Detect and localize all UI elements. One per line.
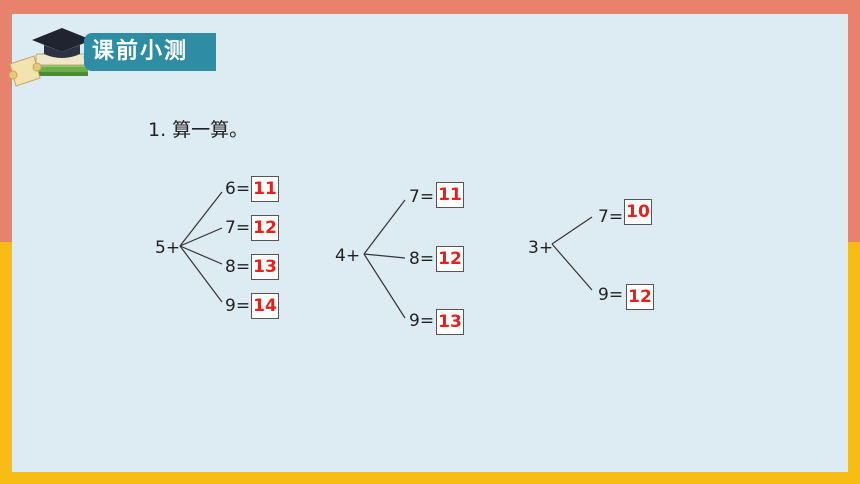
answer-box[interactable]: 14 <box>251 293 279 319</box>
answer-box[interactable]: 13 <box>436 309 464 335</box>
content-panel <box>12 14 848 472</box>
addend-expression: 9= <box>598 285 624 305</box>
scroll-icon <box>8 55 42 87</box>
answer-box[interactable]: 12 <box>626 284 654 310</box>
addend-expression: 9= <box>409 311 435 331</box>
addend-expression: 7= <box>598 207 624 227</box>
addend-expression: 8= <box>409 249 435 269</box>
answer-box[interactable]: 11 <box>436 182 464 208</box>
answer-box[interactable]: 10 <box>624 199 652 225</box>
addend-expression: 7= <box>409 187 435 207</box>
question-text: 1. 算一算。 <box>148 119 249 141</box>
base-expression-3: 3+ <box>528 238 554 258</box>
addend-expression: 8= <box>225 257 251 277</box>
answer-box[interactable]: 13 <box>251 254 279 280</box>
addend-expression: 6= <box>225 179 251 199</box>
section-title-bar <box>84 33 216 71</box>
addend-expression: 7= <box>225 218 251 238</box>
base-expression-1: 5+ <box>155 238 181 258</box>
addend-expression: 9= <box>225 296 251 316</box>
answer-box[interactable]: 11 <box>251 176 279 202</box>
answer-box[interactable]: 12 <box>251 215 279 241</box>
section-title: 课前小测 <box>92 39 189 64</box>
graduation-cap-books-logo <box>8 28 92 87</box>
base-expression-2: 4+ <box>335 246 361 266</box>
answer-box[interactable]: 12 <box>436 246 464 272</box>
